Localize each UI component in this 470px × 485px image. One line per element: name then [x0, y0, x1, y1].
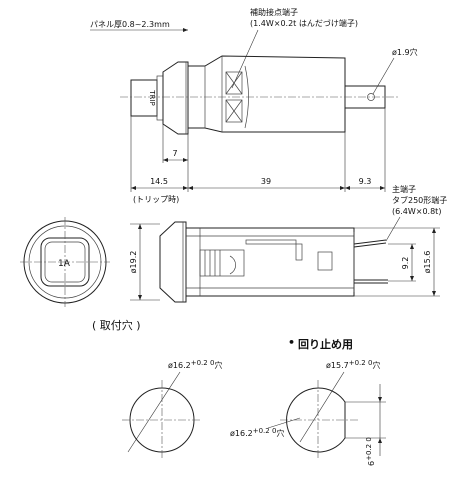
arrow-head — [138, 295, 142, 300]
hole-c-label: ø16.2+0.2 0穴 — [230, 427, 284, 438]
contact-block-2 — [317, 251, 333, 271]
arrow-head — [163, 158, 168, 162]
main-terminal-1-edge — [353, 242, 387, 248]
arrow-head — [410, 276, 414, 281]
mechanism-arc — [229, 255, 236, 275]
arrow-head — [380, 186, 385, 190]
side-view-top: パネル厚0.8~2.3mm 補助接点端子 (1.4W×0.2t はんだづけ端子)… — [90, 7, 418, 204]
aux-terminal-2-mark-2 — [225, 99, 243, 123]
arrow-head — [183, 158, 188, 162]
arrow-head — [138, 224, 142, 229]
arrow-head — [345, 186, 350, 190]
button-collar — [156, 75, 164, 121]
body-outline — [188, 55, 346, 133]
trip-state-label: (トリップ時) — [133, 195, 179, 204]
front-view: 1A — [20, 217, 110, 307]
arrow-head — [432, 228, 436, 233]
dim-7: 7 — [172, 149, 177, 158]
trip-label: TRIP — [148, 89, 156, 105]
mounting-hole-keyed: ø15.7+0.2 0穴 ø16.2+0.2 0穴 6+0.2 0 — [230, 359, 386, 466]
arrow-head — [131, 186, 136, 190]
mounting-hole-round: ø16.2+0.2 0穴 — [122, 359, 222, 460]
dim-9-3: 9.3 — [359, 177, 372, 186]
hole-b-leader — [299, 371, 345, 443]
aux-terminal-2 — [225, 99, 243, 123]
arrow-head — [432, 291, 436, 296]
aux-terminal-1-mark-2 — [225, 71, 243, 95]
hole-a-label: ø16.2+0.2 0穴 — [168, 359, 222, 370]
hole-leader — [372, 57, 395, 95]
aux-terminal-spec: (1.4W×0.2t はんだづけ端子) — [250, 18, 358, 28]
arrow-head — [183, 186, 188, 190]
hole-b-label: ø15.7+0.2 0穴 — [326, 359, 380, 370]
coil — [199, 249, 245, 277]
main-terminal-1 — [353, 239, 387, 245]
arrow-head — [378, 438, 382, 443]
arrow-head — [340, 186, 345, 190]
main-terminal-leader — [385, 216, 401, 242]
main-terminal-label: 主端子 — [392, 184, 416, 194]
aux-terminal-label: 補助接点端子 — [250, 7, 298, 17]
dim-9-2: 9.2 — [401, 257, 410, 270]
tab-spec-label: (6.4W×0.8t) — [392, 207, 441, 216]
hole-label: ø1.9穴 — [392, 47, 418, 57]
mounting-hole-title: ( 取付穴 ) — [92, 318, 141, 332]
arrow-head — [378, 397, 382, 402]
dim-14-5: 14.5 — [150, 177, 168, 186]
dia-15-6: ø15.6 — [423, 251, 432, 274]
side-view-bottom: ø19.2 主端子 タブ250形端子 (6.4W×0.8t) — [129, 184, 447, 303]
flat-width-label: 6+0.2 0 — [365, 437, 376, 466]
hole-a-leader — [127, 371, 181, 453]
dim-39: 39 — [261, 177, 271, 186]
hole-c-leader — [267, 417, 301, 429]
dia-19-2: ø19.2 — [129, 251, 138, 274]
lower-bezel — [159, 221, 187, 303]
coil-windings — [204, 250, 221, 276]
aux-terminal-leader — [231, 29, 259, 89]
lower-body — [185, 227, 355, 297]
bezel — [162, 61, 189, 135]
arrow-head — [188, 186, 193, 190]
tab-type-label: タブ250形端子 — [392, 195, 447, 205]
contact-block — [295, 243, 303, 261]
aux-terminal-1 — [225, 71, 243, 95]
contact-bar — [245, 239, 297, 245]
anti-rotation-bullet: • — [288, 336, 295, 349]
rating-label: 1A — [58, 259, 71, 269]
arrow-head — [410, 244, 414, 249]
anti-rotation-title: 回り止め用 — [298, 337, 353, 351]
arrow-head — [183, 28, 188, 32]
panel-thickness-label: パネル厚0.8~2.3mm — [90, 20, 170, 29]
